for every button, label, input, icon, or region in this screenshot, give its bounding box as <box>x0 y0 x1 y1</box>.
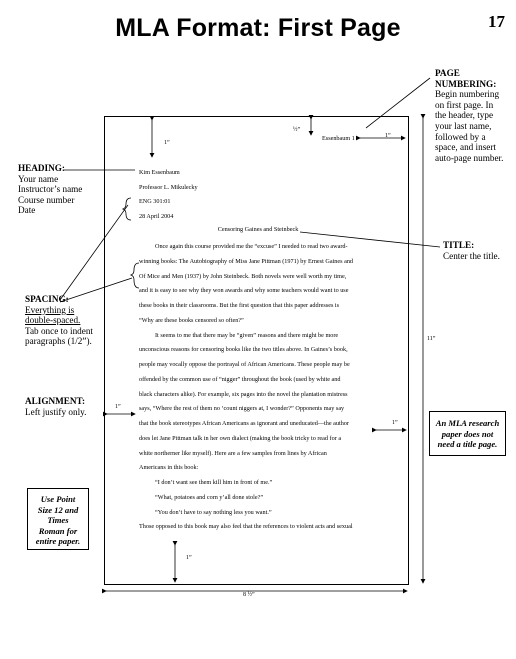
note-heading: HEADING: Your name Instructor’s name Cou… <box>18 163 82 216</box>
brace-heading <box>121 197 132 221</box>
body-line: and it is easy to see why they won award… <box>139 287 349 295</box>
spacing-pointer-1 <box>59 204 129 301</box>
callout-line: Roman for <box>38 525 78 536</box>
heading-line: Professor L. Mikulecky <box>139 183 198 191</box>
note-line: paragraphs (1/2”). <box>25 336 92 347</box>
body-line: “Why are these books censored so often?” <box>139 316 244 324</box>
spacing-pointer-2 <box>59 277 133 303</box>
sample-page <box>104 116 409 585</box>
body-line: that the book stereotypes African Americ… <box>139 420 349 427</box>
title-pointer <box>299 231 441 248</box>
font-callout: Use Point Size 12 and Times Roman for en… <box>27 488 89 550</box>
note-label: SPACING: <box>25 294 69 304</box>
title-page-callout: An MLA research paper does not need a ti… <box>429 411 506 456</box>
note-line: Date <box>18 205 36 216</box>
right-margin-label: 1” <box>392 420 398 426</box>
note-line: Begin numbering <box>435 89 500 100</box>
page-height-label: 11” <box>427 336 436 342</box>
bottom-margin-label: 1” <box>186 555 192 561</box>
header-right-label: 1” <box>385 133 391 139</box>
note-line: Everything is <box>25 304 75 315</box>
body-line: these books in their classrooms. But the… <box>139 302 340 309</box>
body-line: black characters alike). For example, si… <box>139 390 348 398</box>
header-half-label: ½” <box>293 127 301 133</box>
body-line: Of Mice and Men (1937) by John Steinbeck… <box>139 272 347 280</box>
left-margin-label: 1” <box>115 404 121 410</box>
page-width-label: 8 ½” <box>243 592 255 598</box>
callout-line: Times <box>47 515 69 525</box>
callout-line: paper does not <box>441 428 494 439</box>
note-label: PAGE NUMBERING: <box>435 68 497 89</box>
note-label: HEADING: <box>18 163 65 173</box>
callout-line: entire paper. <box>35 536 81 546</box>
note-line: your last name, <box>435 120 492 131</box>
callout-line: An MLA research <box>435 418 500 428</box>
body-line: white northerner like myself). Here are … <box>139 449 327 457</box>
body-line: “I don’t want see them kill him in front… <box>155 479 273 486</box>
body-line: says, “Where the rest of them no ‘count … <box>139 405 345 413</box>
body-line: “You don’t have to say nothing less you … <box>155 508 272 516</box>
note-label: TITLE: <box>443 240 475 250</box>
heading-line: ENG 301:01 <box>139 198 171 206</box>
callout-line: Use Point <box>40 494 76 504</box>
body-line: Americans in this book: <box>139 464 199 472</box>
note-alignment: ALIGNMENT: Left justify only. <box>25 396 86 417</box>
heading-line: Kim Essenbaum <box>139 169 180 176</box>
body-line: Once again this course provided me the “… <box>155 243 348 250</box>
body-line: offended by the common use of “nigger” t… <box>139 375 341 383</box>
page-title: MLA Format: First Page <box>115 14 401 42</box>
note-page-numbering: PAGE NUMBERING: Begin numbering on first… <box>435 68 516 163</box>
note-title: TITLE: Center the title. <box>443 240 500 261</box>
callout-line: Size 12 and <box>37 504 79 515</box>
note-label: ALIGNMENT: <box>25 396 86 406</box>
note-line: on first page. In <box>435 99 494 110</box>
brace-body <box>129 262 140 289</box>
heading-line: 28 April 2004 <box>139 212 174 220</box>
doc-title: Censoring Gaines and Steinbeck <box>217 226 299 233</box>
body-line: “What, potatoes and corn y’all done stol… <box>155 493 264 501</box>
callout-line: need a title page. <box>437 439 498 449</box>
note-line: Your name <box>18 173 59 184</box>
heading-block: Kim Essenbaum Professor L. Mikulecky ENG… <box>139 166 198 224</box>
note-line: space, and insert <box>435 142 496 153</box>
body-line: It seems to me that there may be “given”… <box>155 331 339 339</box>
running-head: Essenbaum 1 <box>322 135 355 142</box>
note-line: double-spaced. <box>25 315 81 326</box>
note-line: Left justify only. <box>25 406 87 417</box>
body-line: people may vocally oppose the portrayal … <box>139 361 350 368</box>
body-text: Once again this course provided me the “… <box>139 240 353 535</box>
note-line: followed by a <box>435 131 486 142</box>
note-line: the header, type <box>435 110 494 121</box>
note-line: Center the title. <box>443 250 500 261</box>
body-line: winning books: The Autobiography of Miss… <box>139 257 354 265</box>
body-line: Those opposed to this book may also feel… <box>139 523 353 531</box>
body-line: unconscious reasons for censoring books … <box>139 346 348 354</box>
body-line: does let Jane Pittman talk in her own di… <box>139 434 342 442</box>
note-line: Tab once to indent <box>25 325 93 336</box>
page-number: 17 <box>488 12 505 31</box>
note-line: Course number <box>18 194 75 205</box>
note-spacing: SPACING: Everything is double-spaced. Ta… <box>25 294 93 347</box>
note-line: Instructor’s name <box>18 184 83 195</box>
page-numbering-pointer <box>365 77 431 129</box>
top-margin-label: 1” <box>164 140 170 146</box>
note-line: auto-page number. <box>435 152 504 163</box>
